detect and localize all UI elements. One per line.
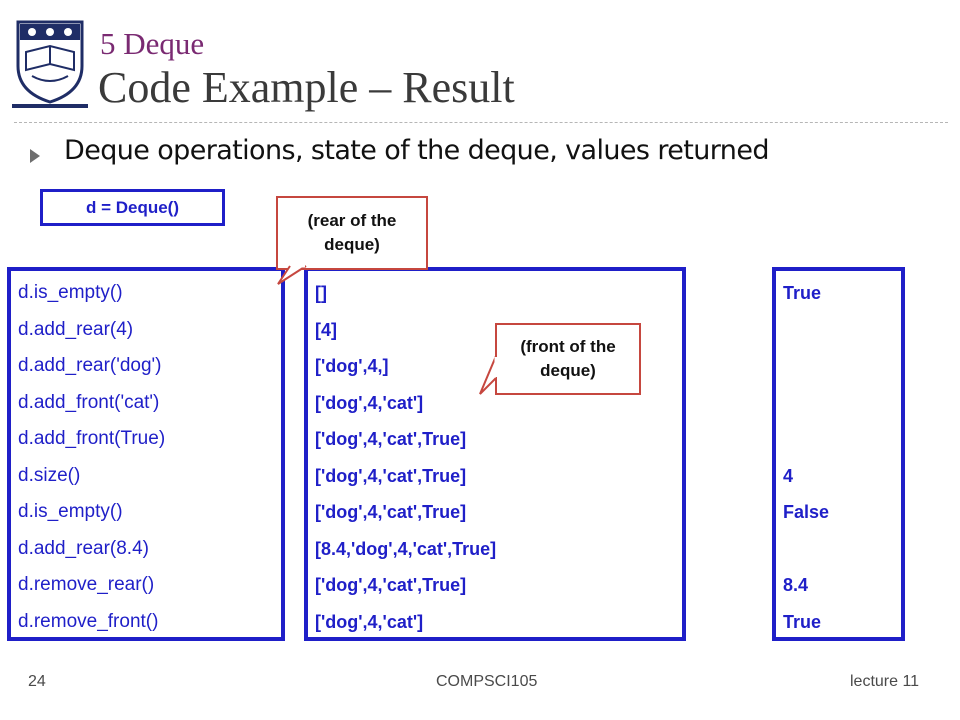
return-row: [783, 352, 829, 389]
operation-row: d.add_front(True): [18, 428, 166, 449]
operation-row: d.add_rear(4): [18, 318, 134, 340]
front-callout: (front of the deque): [495, 323, 641, 395]
operation-row: d.size(): [18, 464, 81, 486]
state-row: ['dog',4,'cat',True]: [315, 502, 467, 522]
triangle-bullet-icon: [30, 149, 40, 163]
state-row: [4]: [315, 319, 337, 340]
operation-row: d.is_empty(): [18, 282, 123, 303]
state-row: ['dog',4,'cat']: [315, 611, 424, 632]
operation-row: d.remove_front(): [18, 610, 159, 632]
return-row: [783, 535, 829, 572]
operations-list: d.is_empty() d.add_rear(4) d.add_rear('d…: [18, 279, 166, 637]
university-crest-icon: [12, 20, 88, 108]
slide-subtitle: 5 Deque: [100, 26, 205, 61]
state-row: [8.4,'dog',4,'cat',True]: [315, 538, 497, 559]
return-values-box: True 4 False 8.4 True: [772, 267, 905, 641]
return-row: True: [783, 611, 822, 632]
operations-box: d.is_empty() d.add_rear(4) d.add_rear('d…: [7, 267, 285, 641]
university-logo: [12, 14, 88, 112]
state-row: ['dog',4,]: [315, 356, 389, 376]
state-row: []: [315, 283, 327, 303]
rear-callout: (rear of the deque): [276, 196, 428, 270]
return-row: [783, 425, 829, 462]
operation-row: d.add_front('cat'): [18, 391, 160, 413]
operation-row: d.remove_rear(): [18, 574, 155, 595]
state-row: ['dog',4,'cat',True]: [315, 465, 467, 486]
page-number: 24: [28, 673, 46, 690]
return-row: 4: [783, 465, 794, 486]
rear-callout-pointer: [277, 264, 307, 285]
return-row: [783, 389, 829, 426]
operation-row: d.add_rear(8.4): [18, 537, 149, 559]
return-row: True: [783, 283, 822, 303]
return-list: True 4 False 8.4 True: [783, 279, 830, 637]
slide-title: Code Example – Result: [98, 63, 515, 112]
header-divider: [14, 122, 948, 123]
return-row: False: [783, 502, 830, 522]
bullet-text: Deque operations, state of the deque, va…: [64, 135, 769, 166]
return-row: 8.4: [783, 575, 809, 595]
front-callout-pointer: [479, 355, 498, 395]
state-row: ['dog',4,'cat',True]: [315, 429, 467, 449]
state-row: ['dog',4,'cat']: [315, 392, 424, 413]
course-name: COMPSCI105: [436, 673, 538, 690]
init-code-box: d = Deque(): [40, 189, 225, 226]
state-row: ['dog',4,'cat',True]: [315, 575, 467, 595]
deque-state-box: [] [4] ['dog',4,] ['dog',4,'cat'] ['dog'…: [304, 267, 686, 641]
operation-row: d.add_rear('dog'): [18, 355, 162, 376]
operation-row: d.is_empty(): [18, 501, 123, 522]
return-row: [783, 316, 829, 353]
state-list: [] [4] ['dog',4,] ['dog',4,'cat'] ['dog'…: [315, 279, 497, 637]
lecture-label: lecture 11: [850, 673, 920, 690]
